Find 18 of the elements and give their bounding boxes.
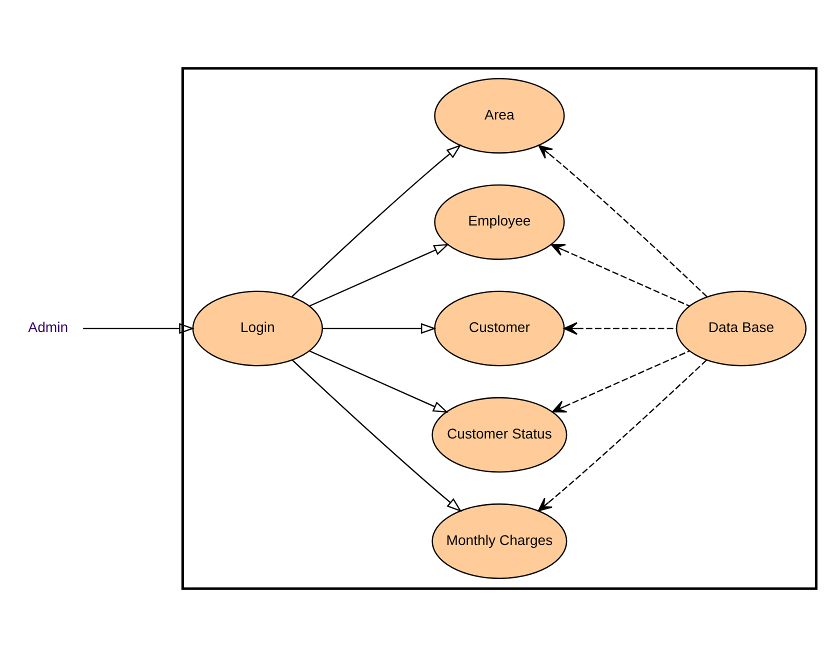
- cluster: [181, 67, 818, 590]
- arrow: [322, 323, 436, 334]
- arrow: [552, 350, 690, 412]
- node-ellipse: Customer: [434, 290, 565, 366]
- arrow: [83, 323, 195, 334]
- arrow: [538, 360, 707, 512]
- node-ellipse: Area: [434, 78, 565, 154]
- node-ellipse: Login: [192, 290, 323, 366]
- arrow: [550, 244, 690, 307]
- arrow: [564, 322, 676, 335]
- arrow: [292, 144, 462, 297]
- arrow: [309, 350, 448, 413]
- node-ellipse: Monthly Charges: [432, 503, 568, 579]
- node-ellipse: Data Base: [676, 290, 807, 366]
- node-text: Admin: [28, 319, 68, 336]
- arrow: [292, 360, 462, 512]
- arrow: [309, 244, 450, 307]
- arrow: [538, 144, 708, 297]
